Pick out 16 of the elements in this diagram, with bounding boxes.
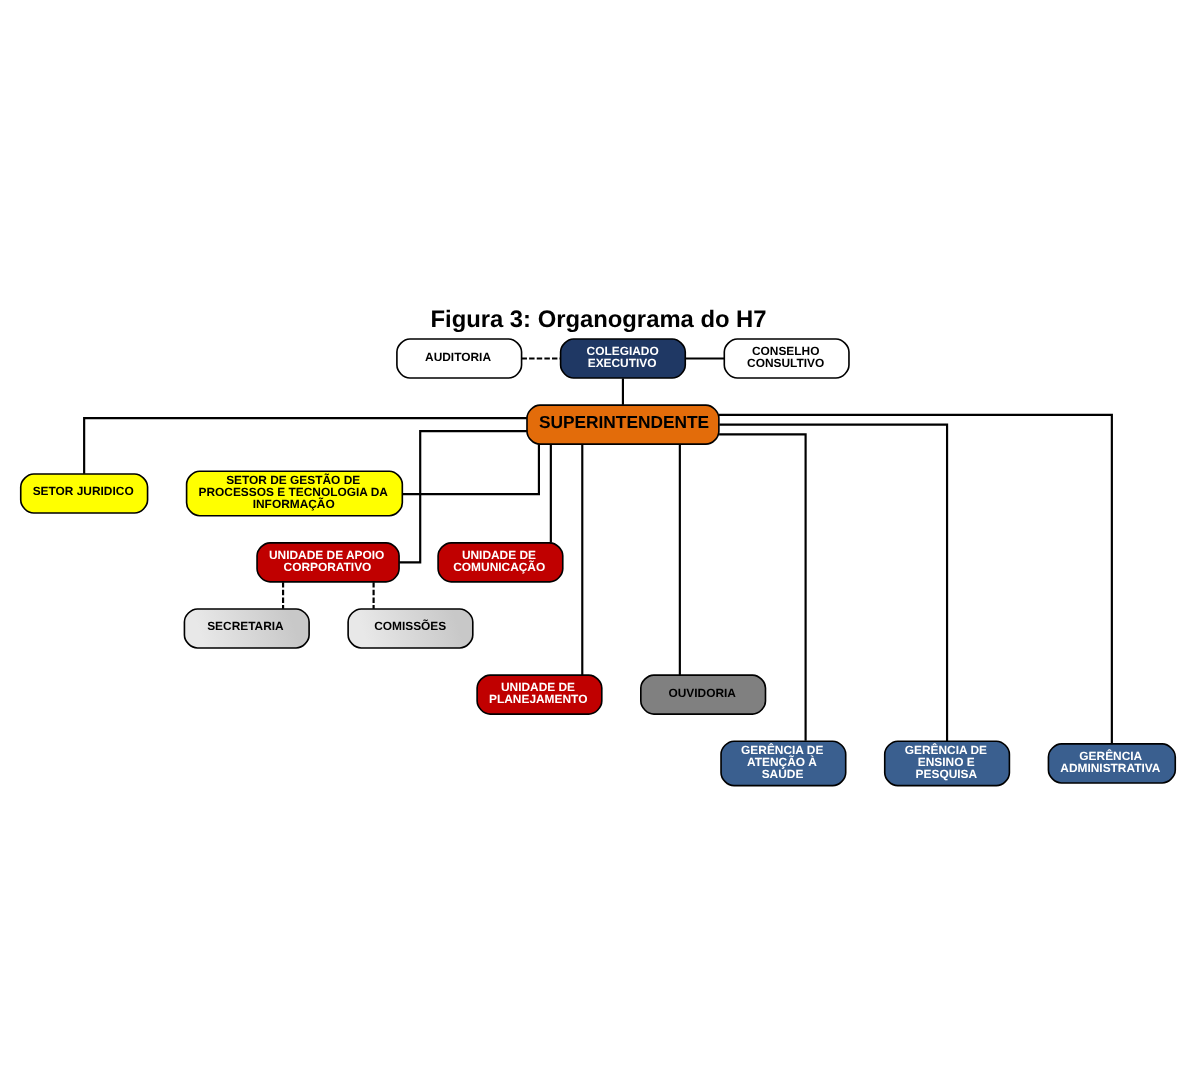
connector [402, 443, 540, 495]
connector [282, 581, 285, 608]
connector [719, 432, 807, 740]
connector [549, 443, 552, 542]
connector [581, 443, 584, 675]
diagram-title: Figura 3: Organograma do H7 [430, 303, 767, 332]
connector [399, 429, 527, 563]
connector [719, 422, 949, 741]
connector [621, 377, 624, 404]
connector [718, 412, 1113, 743]
connector [685, 356, 725, 359]
connector [372, 581, 375, 608]
connector [678, 443, 681, 675]
connector [521, 356, 561, 359]
node-box: SUPERINTENDENTE [526, 403, 720, 444]
connector [83, 416, 527, 473]
